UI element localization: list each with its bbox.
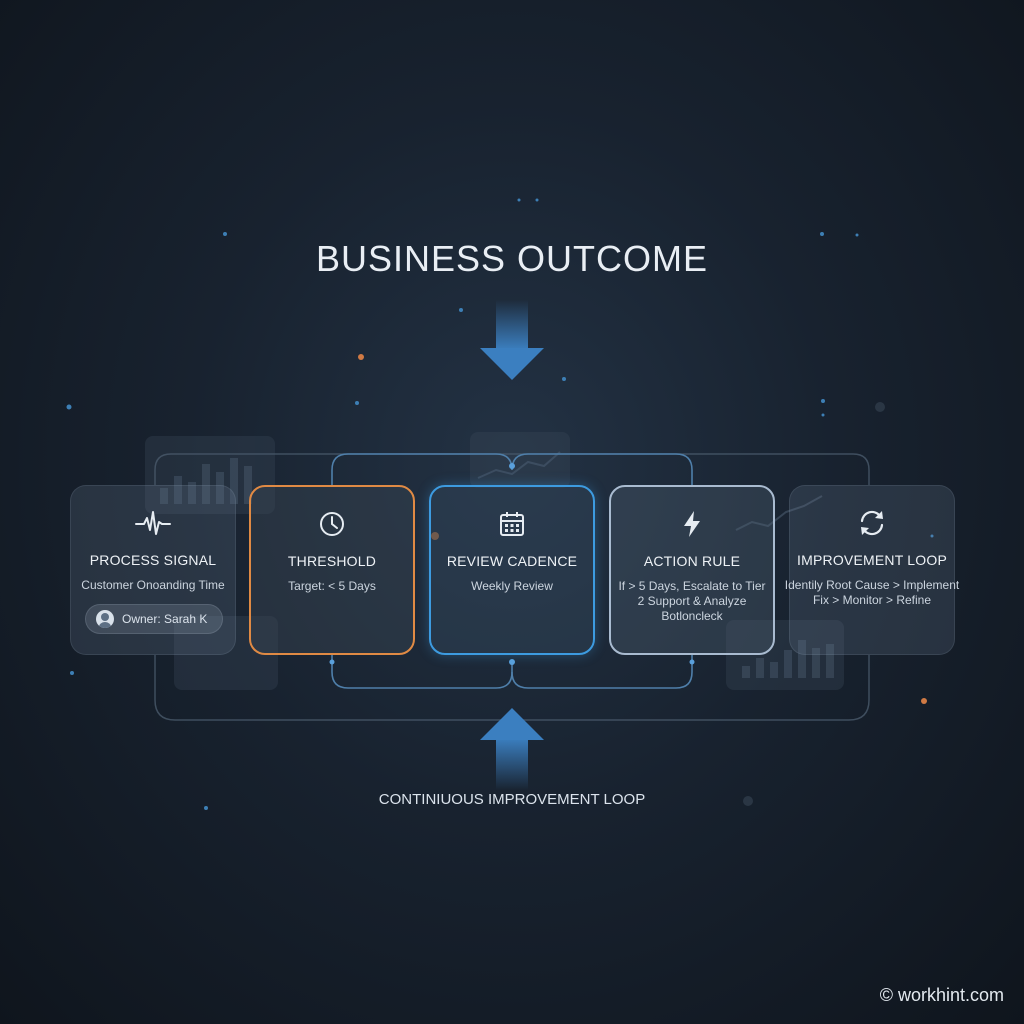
clock-icon xyxy=(251,509,413,543)
lightning-icon xyxy=(611,509,773,543)
card-description: Weekly Review xyxy=(435,579,589,594)
card-label: ACTION RULE xyxy=(611,553,773,569)
pulse-icon xyxy=(71,508,235,542)
loop-label: CONTINIUOUS IMPROVEMENT LOOP xyxy=(0,791,1024,808)
card-process-signal: PROCESS SIGNAL Customer Onoanding Time O… xyxy=(70,485,236,655)
refresh-cycle-icon xyxy=(790,508,954,542)
card-description: Identily Root Cause > Implement Fix > Mo… xyxy=(778,578,966,608)
avatar xyxy=(96,610,114,628)
card-threshold: THRESHOLD Target: < 5 Days xyxy=(249,485,415,655)
calendar-icon xyxy=(431,509,593,543)
card-action-rule: ACTION RULE If > 5 Days, Escalate to Tie… xyxy=(609,485,775,655)
card-description: Customer Onoanding Time xyxy=(75,578,231,593)
card-description: If > 5 Days, Escalate to Tier 2 Support … xyxy=(615,579,769,624)
card-label: REVIEW CADENCE xyxy=(431,553,593,569)
owner-label: Owner: Sarah K xyxy=(122,612,207,626)
arrow-down-icon xyxy=(480,300,544,380)
card-improvement-loop: IMPROVEMENT LOOP Identily Root Cause > I… xyxy=(789,485,955,655)
owner-badge[interactable]: Owner: Sarah K xyxy=(85,604,223,634)
card-label: IMPROVEMENT LOOP xyxy=(790,552,954,568)
watermark: © workhint.com xyxy=(880,985,1004,1006)
card-description: Target: < 5 Days xyxy=(255,579,409,594)
card-review-cadence: REVIEW CADENCE Weekly Review xyxy=(429,485,595,655)
card-label: THRESHOLD xyxy=(251,553,413,569)
page-title: BUSINESS OUTCOME xyxy=(0,238,1024,280)
card-label: PROCESS SIGNAL xyxy=(71,552,235,568)
